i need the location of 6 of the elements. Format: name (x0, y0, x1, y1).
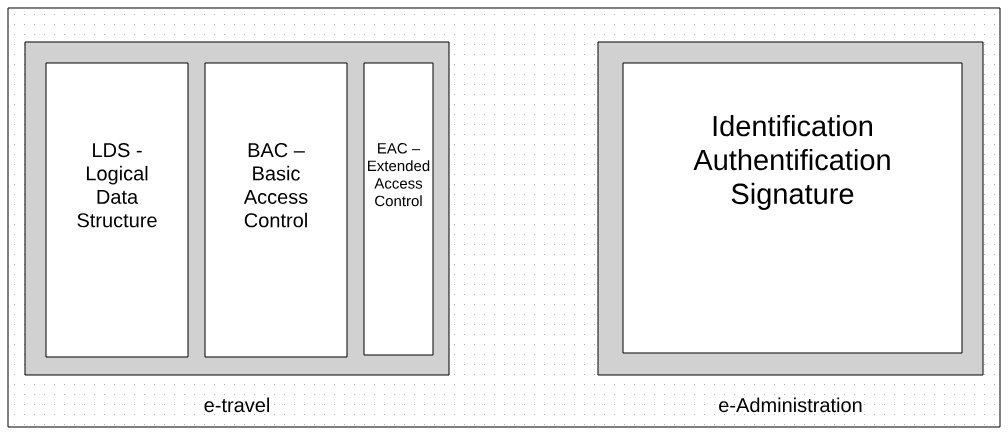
process-box: EAC – Extended Access Control (363, 62, 434, 356)
node-label: e-Administration (719, 397, 862, 413)
node-label: e-travel (204, 397, 270, 413)
process-box: BAC – Basic Access Control (204, 62, 348, 358)
process-box: LDS - Logical Data Structure (45, 62, 189, 358)
process-box: Identification Authentification Signature (622, 62, 963, 354)
